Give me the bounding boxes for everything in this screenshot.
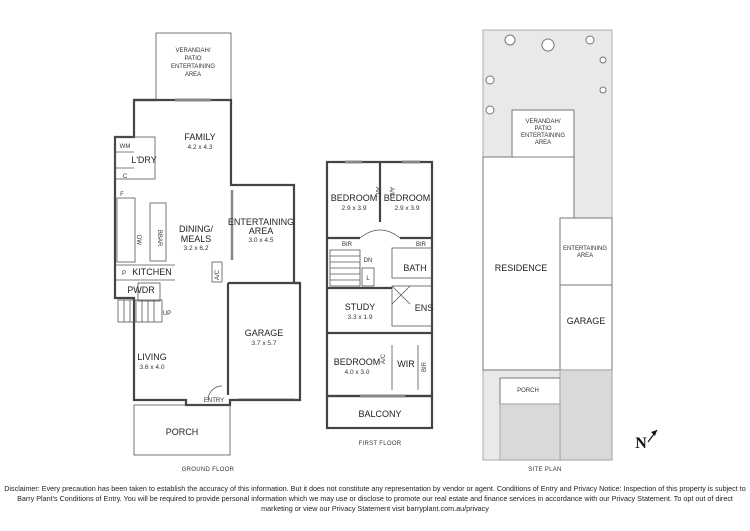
gf-ent-l1: ENTERTAINING [228,217,294,227]
dw-label: DW [135,235,141,245]
disclaimer-text: Disclaimer: Every precaution has been ta… [4,484,746,513]
wm-label: WM [120,144,131,150]
study-dim: 3.3 x 1.9 [348,314,373,321]
gf-dining-l2: MEALS [181,234,212,244]
living-label: LIVING [137,352,167,362]
dining-dim: 3.2 x 6.2 [184,245,209,252]
kitchen-island [149,202,167,262]
dn-label: DN [364,258,373,264]
site-ent-outline [559,217,613,286]
gf-verandah-l4: AREA [185,72,201,78]
ent-dim: 3.0 x 4.5 [249,237,274,244]
sp-verandah-l4: AREA [535,140,551,146]
ac3-label: A/C [381,353,387,364]
sp-ent-l2: AREA [577,253,593,259]
residence-label: RESIDENCE [495,263,548,273]
site-plan: VERANDAH/ PATIO ENTERTAINING AREA RESIDE… [482,29,658,473]
gf-ac-label: A/C [215,269,221,280]
first-floor-caption: FIRST FLOOR [359,441,402,447]
sp-verandah-l2: PATIO [534,126,551,132]
site-plan-caption: SITE PLAN [528,467,561,473]
pwdr-label: PWDR [127,285,155,295]
kitchen-bench [116,197,136,263]
family-label: FAMILY [184,132,215,142]
family-dim: 4.2 x 4.3 [188,144,213,151]
up-label: UP [163,311,171,317]
ens-block [391,285,433,327]
study-label: STUDY [345,302,376,312]
gf-verandah-l3: ENTERTAINING [171,64,215,70]
gf-dining-l1: DINING/ [179,224,214,234]
gf-verandah-l1: VERANDAH/ [175,48,210,54]
first-floor-stairs [329,249,375,287]
site-garage-outline [559,284,613,371]
ens-label: ENS [415,303,434,313]
bir1-label: BIR [342,242,353,248]
site-garage-label: GARAGE [567,316,606,326]
ground-floor-plan: VERANDAH/ PATIO ENTERTAINING AREA FAMILY… [113,32,302,473]
svg-text:N: N [635,435,647,452]
bedroom3-label: BEDROOM [334,357,381,367]
garage-label: GARAGE [245,328,284,338]
first-floor-plan: BEDROOM 2.9 x 3.9 BEDROOM 2.9 x 3.9 A/C … [325,160,434,447]
sp-verandah-l3: ENTERTAINING [521,133,565,139]
powder-room [137,282,161,302]
gf-verandah-l2: PATIO [184,56,201,62]
entry-label: ENTRY [204,398,224,404]
bath-label: BATH [403,263,426,273]
bedroom2-dim: 2.9 x 3.9 [395,205,420,212]
ac1-label: A/C [374,187,380,198]
bedroom2-label: BEDROOM [384,193,431,203]
driveway [559,369,613,461]
ground-stairs [117,299,163,323]
porch-outline [133,404,231,456]
sp-ent-l1: ENTERTAINING [563,246,607,252]
sp-verandah-l1: VERANDAH/ [525,119,560,125]
bath-block [391,247,433,279]
wir-label: WIR [397,359,415,369]
ground-floor-caption: GROUND FLOOR [182,467,235,473]
kitchen-label: KITCHEN [132,267,172,277]
porch-label: PORCH [166,427,199,437]
ac2-label: A/C [388,187,394,198]
laundry-block [114,136,156,180]
gf-ent-l2: AREA [249,226,274,236]
bir3-label: BIR [422,361,428,372]
bedroom3-dim: 4.0 x 3.0 [345,369,370,376]
front-yard [499,403,561,461]
tree-icons [485,34,607,115]
ldry-label: L'DRY [131,155,157,165]
north-arrow-icon: N [635,429,658,452]
bedroom1-label: BEDROOM [331,193,378,203]
l-label: L [366,276,370,282]
bbar-label: BBAR [156,230,162,247]
site-porch-label: PORCH [517,388,539,394]
balcony-label: BALCONY [358,409,401,419]
f-label: F [120,192,124,198]
living-dim: 3.6 x 4.0 [140,364,165,371]
c-label: C [123,174,128,180]
bir2-label: BIR [416,242,427,248]
floor-plan-drawing: VERANDAH/ PATIO ENTERTAINING AREA FAMILY… [113,29,658,473]
garage-dim: 3.7 x 5.7 [252,340,277,347]
p-label: P [122,271,126,277]
bedroom1-dim: 2.9 x 3.9 [342,205,367,212]
